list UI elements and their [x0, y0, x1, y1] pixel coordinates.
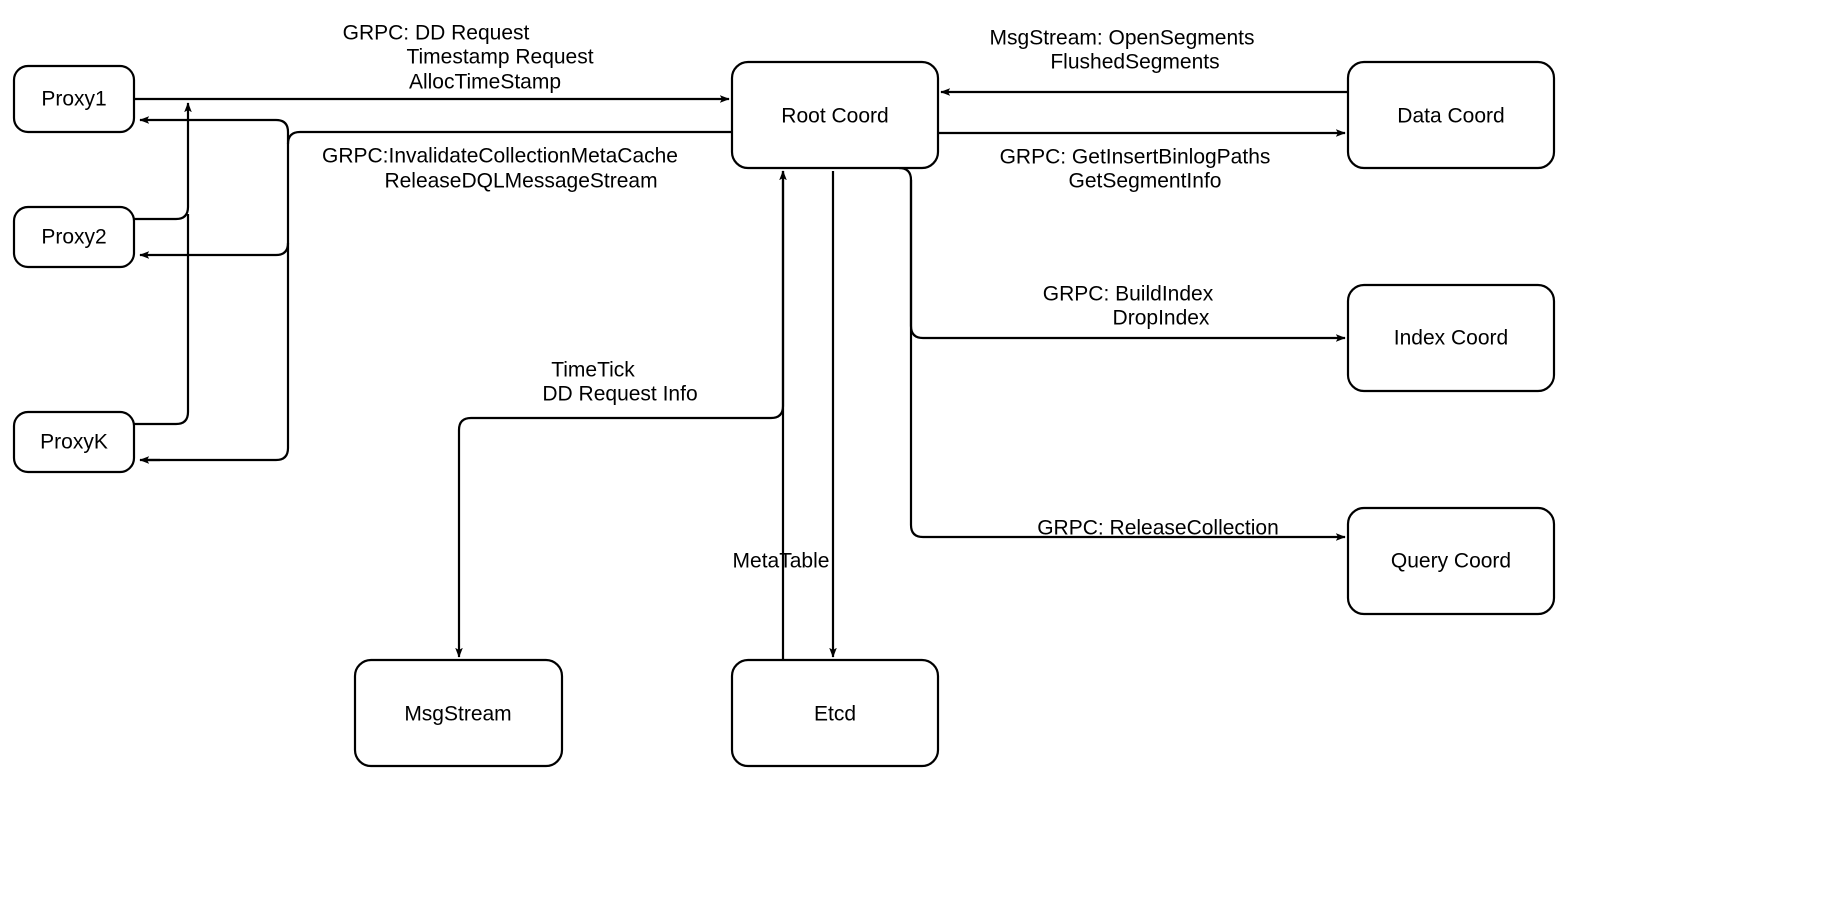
node-etcd-box[interactable] [730, 658, 940, 768]
node-proxy2-box[interactable] [12, 205, 136, 269]
node-rootcoord-label: Root Coord [781, 105, 888, 128]
edge-label-rootcoord-to-querycoord-line1: GRPC: ReleaseCollection [1037, 517, 1279, 540]
node-msgstream-box[interactable] [353, 658, 564, 768]
edge-label-rootcoord-to-proxies-line2: ReleaseDQLMessageStream [384, 170, 657, 193]
node-proxyk[interactable]: ProxyK [12, 410, 136, 474]
edge-label-rootcoord-to-indexcoord-line2: DropIndex [1113, 307, 1210, 330]
node-querycoord-box[interactable] [1346, 506, 1556, 616]
edge-label-rootcoord-to-querycoord: GRPC: ReleaseCollection [1037, 517, 1279, 540]
edge-label-datacoord-to-rootcoord-line2: FlushedSegments [1050, 51, 1219, 74]
node-proxy1[interactable]: Proxy1 [12, 64, 136, 134]
node-proxy2-label: Proxy2 [41, 226, 106, 249]
edge-rootcoord-to-proxy1 [139, 116, 290, 144]
edge-label-rootcoord-to-msgstream-line2: DD Request Info [542, 383, 697, 406]
node-datacoord[interactable]: Data Coord [1346, 60, 1556, 170]
edge-label-rootcoord-to-indexcoord: GRPC: BuildIndex DropIndex [1043, 283, 1214, 330]
node-etcd[interactable]: Etcd [730, 658, 940, 768]
node-proxyk-label: ProxyK [40, 431, 108, 454]
edge-label-proxy-to-rootcoord-line3: AllocTimeStamp [409, 71, 561, 94]
node-rootcoord-box[interactable] [730, 60, 940, 170]
edge-rootcoord-to-querycoord [909, 180, 1346, 541]
edge-rootcoord-to-msgstream [455, 171, 785, 658]
edge-label-rootcoord-to-indexcoord-line1: GRPC: BuildIndex [1043, 283, 1214, 306]
node-indexcoord-label: Index Coord [1394, 327, 1508, 350]
node-msgstream-label: MsgStream [404, 703, 511, 726]
edge-label-rootcoord-to-proxies-line1: GRPC:InvalidateCollectionMetaCache [322, 145, 678, 168]
edge-label-rootcoord-to-etcd-line1: MetaTable [733, 550, 830, 573]
edge-proxy2-to-trunk [134, 206, 190, 221]
edge-label-proxy-to-rootcoord-line1: GRPC: DD Request [343, 22, 530, 45]
node-msgstream[interactable]: MsgStream [353, 658, 564, 768]
edge-label-proxy-to-rootcoord: GRPC: DD Request Timestamp Request Alloc… [343, 22, 594, 94]
edge-label-rootcoord-to-datacoord-line2: GetSegmentInfo [1069, 170, 1222, 193]
edge-label-rootcoord-to-datacoord-line1: GRPC: GetInsertBinlogPaths [1000, 146, 1271, 169]
edge-label-rootcoord-to-msgstream: TimeTick DD Request Info [542, 359, 697, 406]
edge-rootcoord-to-proxies-trunk [143, 130, 732, 462]
edge-label-proxy-to-rootcoord-line2: Timestamp Request [406, 46, 593, 69]
edge-label-datacoord-to-rootcoord-line1: MsgStream: OpenSegments [990, 27, 1255, 50]
edge-label-rootcoord-to-datacoord: GRPC: GetInsertBinlogPaths GetSegmentInf… [1000, 146, 1271, 193]
node-querycoord-label: Query Coord [1391, 550, 1511, 573]
node-rootcoord[interactable]: Root Coord [730, 60, 940, 170]
edge-rootcoord-to-proxy2 [139, 242, 290, 259]
node-proxy1-box[interactable] [12, 64, 136, 134]
edge-proxyk-to-trunk [134, 214, 190, 426]
node-datacoord-box[interactable] [1346, 60, 1556, 170]
node-proxy1-label: Proxy1 [41, 88, 106, 111]
edge-label-datacoord-to-rootcoord: MsgStream: OpenSegments FlushedSegments [990, 27, 1255, 74]
edge-label-rootcoord-to-proxies: GRPC:InvalidateCollectionMetaCache Relea… [322, 145, 678, 193]
node-indexcoord[interactable]: Index Coord [1346, 283, 1556, 393]
node-proxy2[interactable]: Proxy2 [12, 205, 136, 269]
node-etcd-label: Etcd [814, 703, 856, 726]
edge-label-rootcoord-to-etcd: MetaTable [733, 550, 830, 573]
node-datacoord-label: Data Coord [1397, 105, 1504, 128]
node-indexcoord-box[interactable] [1346, 283, 1556, 393]
node-proxyk-box[interactable] [12, 410, 136, 474]
node-querycoord[interactable]: Query Coord [1346, 506, 1556, 616]
edge-label-rootcoord-to-msgstream-line1: TimeTick [551, 359, 635, 382]
